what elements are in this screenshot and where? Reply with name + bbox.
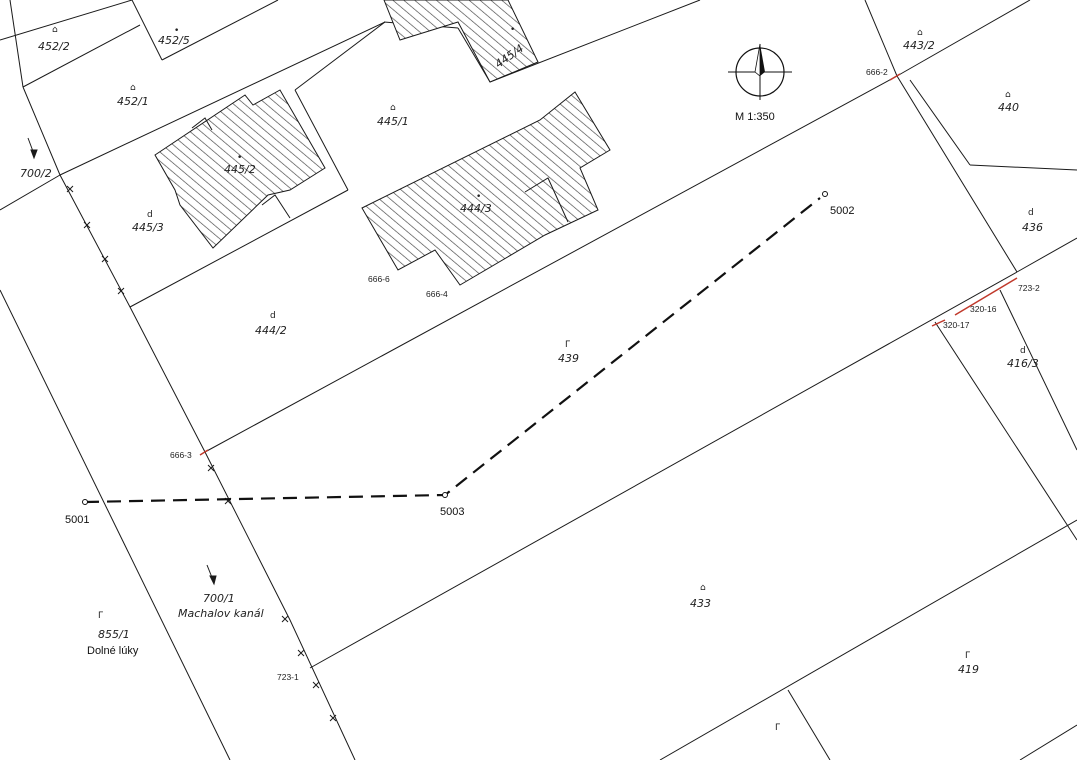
parcel-452-2-label: 452/2	[38, 40, 70, 53]
parcel-452-1-symbol: ⌂	[130, 83, 136, 93]
mark-723-1: 723-1	[277, 672, 299, 682]
parcel-445-4-symbol: •	[510, 25, 515, 35]
point-5003: 5003	[440, 506, 464, 518]
survey-line	[82, 191, 828, 505]
parcel-444-2-label: 444/2	[255, 324, 287, 337]
map-scale: M 1:350	[735, 111, 775, 123]
parcel-444-3-label: 444/3	[460, 202, 492, 215]
parcel-445-2-label: 445/2	[224, 163, 256, 176]
parcel-452-5-symbol: •	[174, 26, 179, 36]
mark-320-17: 320-17	[943, 320, 970, 330]
red-marks	[199, 73, 1018, 456]
parcel-855-1-symbol: Γ	[98, 611, 103, 621]
parcel-444-2-symbol: d	[270, 311, 276, 321]
mark-320-16: 320-16	[970, 304, 997, 314]
parcel-bottom-symbol: Γ	[775, 723, 780, 733]
buildings	[154, 0, 611, 286]
parcel-433-symbol: ⌂	[700, 583, 706, 593]
parcel-416-3-label: 416/3	[1007, 357, 1039, 370]
building-445-2	[154, 89, 326, 249]
parcel-419-label: 419	[958, 663, 979, 676]
parcel-436-symbol: d	[1028, 208, 1034, 218]
parcel-700-1-label: 700/1	[203, 592, 235, 605]
mark-666-2: 666-2	[866, 67, 888, 77]
parcel-439-symbol: Γ	[565, 340, 570, 350]
parcel-440-symbol: ⌂	[1005, 90, 1011, 100]
point-5002: 5002	[830, 205, 854, 217]
parcel-436-label: 436	[1022, 221, 1043, 234]
parcel-445-1-symbol: ⌂	[390, 103, 396, 113]
parcel-855-1-name: Dolné lúky	[87, 645, 139, 657]
parcel-445-3-label: 445/3	[132, 221, 164, 234]
mark-666-3: 666-3	[170, 450, 192, 460]
parcel-444-3-symbol: •	[476, 192, 481, 202]
parcel-433-label: 433	[690, 597, 711, 610]
building-444-3	[361, 91, 611, 286]
parcel-445-2-symbol: •	[237, 153, 242, 163]
canal-marks	[66, 185, 337, 722]
parcel-443-2-label: 443/2	[903, 39, 935, 52]
north-arrow-icon	[728, 43, 792, 100]
building-445-4	[383, 0, 539, 83]
parcel-439-label: 439	[558, 352, 579, 365]
flow-arrows	[27, 137, 217, 586]
mark-723-2: 723-2	[1018, 283, 1040, 293]
point-5001: 5001	[65, 514, 89, 526]
parcel-443-2-symbol: ⌂	[917, 28, 923, 38]
parcel-416-3-symbol: d	[1020, 346, 1026, 356]
parcel-452-1-label: 452/1	[117, 95, 149, 108]
parcel-855-1-label: 855/1	[98, 628, 130, 641]
parcel-700-2-label: 700/2	[20, 167, 52, 180]
parcel-452-5-label: 452/5	[158, 34, 190, 47]
parcel-445-3-symbol: d	[147, 210, 153, 220]
parcel-700-1-name: Machalov kanál	[178, 607, 264, 620]
parcel-419-symbol: Γ	[965, 651, 970, 661]
parcel-440-label: 440	[998, 101, 1019, 114]
mark-666-4: 666-4	[426, 289, 448, 299]
mark-666-6: 666-6	[368, 274, 390, 284]
parcel-452-2-symbol: ⌂	[52, 25, 58, 35]
parcel-445-1-label: 445/1	[377, 115, 409, 128]
